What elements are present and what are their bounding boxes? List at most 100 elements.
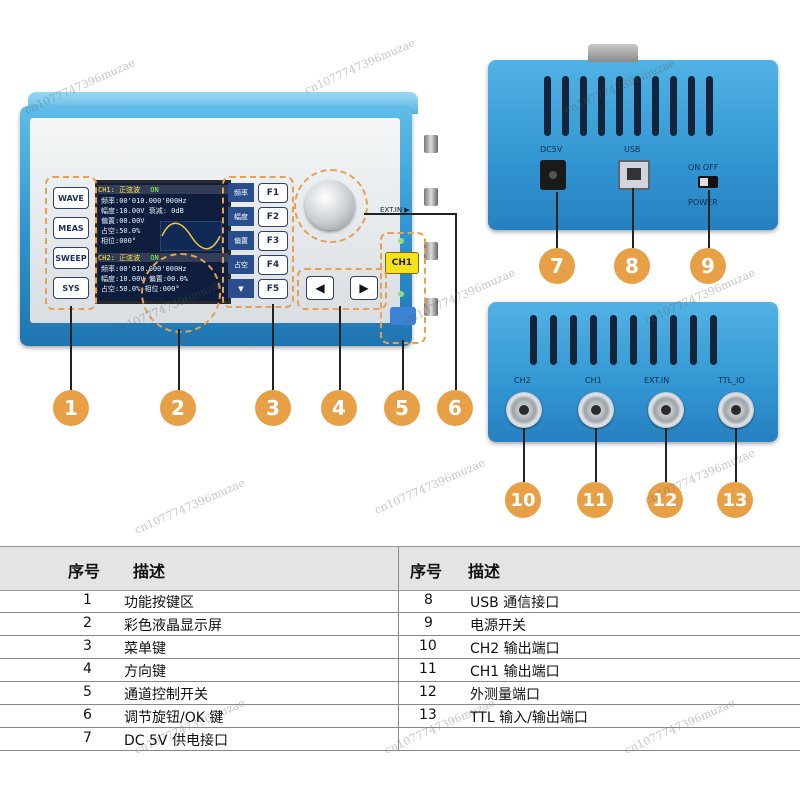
ch1-bnc-connector <box>578 392 614 428</box>
ch1-state: ON <box>150 186 159 194</box>
leader-line <box>523 428 525 482</box>
soft-label-duty: 占空 <box>228 255 254 274</box>
vent-slot <box>590 315 597 365</box>
row-no: 12 <box>419 684 437 700</box>
power-switch <box>698 176 718 188</box>
ch2-button[interactable] <box>390 307 416 325</box>
leader-line <box>402 340 404 390</box>
vent-slot <box>562 76 569 136</box>
side-connector <box>424 298 438 316</box>
ch2-led <box>398 291 404 297</box>
left-arrow-key[interactable]: ◀ <box>306 276 334 300</box>
row-no: 2 <box>83 615 92 631</box>
f2-key[interactable]: F2 <box>258 207 288 227</box>
highlight-menu-keys <box>222 176 294 308</box>
ch2-port-label: CH2 <box>514 376 531 385</box>
highlight-screen <box>141 253 221 333</box>
watermark: cn1077747396muzae <box>132 476 248 537</box>
header-left-no: 序号 <box>68 562 101 581</box>
sine-wave-preview <box>160 221 222 251</box>
dc5v-label: DC5V <box>540 145 563 154</box>
row-no: 11 <box>419 661 437 677</box>
f4-key[interactable]: F4 <box>258 255 288 275</box>
leader-line <box>455 213 457 390</box>
wave-key[interactable]: WAVE <box>53 187 89 209</box>
vent-slot <box>670 315 677 365</box>
row-no: 1 <box>83 592 92 608</box>
ch1-port-label: CH1 <box>585 376 602 385</box>
vent-slot <box>706 76 713 136</box>
leader-line <box>178 329 180 390</box>
row-desc: USB 通信接口 <box>470 595 560 611</box>
f1-key[interactable]: F1 <box>258 183 288 203</box>
ext-in-label: EXT.IN ▶ <box>380 206 410 214</box>
highlight-channel-keys <box>380 232 426 344</box>
table-row: 6 调节旋钮/OK 键 13 TTL 输入/输出端口 <box>0 704 800 728</box>
vent-slot <box>610 315 617 365</box>
ext-in-port-label: EXT.IN <box>644 376 670 385</box>
row-no: 13 <box>419 707 437 723</box>
callout-13: 13 <box>717 482 753 518</box>
row-desc: CH2 输出端口 <box>470 641 560 657</box>
leader-line <box>339 306 341 390</box>
row-desc: 电源开关 <box>470 618 526 634</box>
right-arrow-key[interactable]: ▶ <box>350 276 378 300</box>
vent-slot <box>550 315 557 365</box>
dc-jack <box>540 160 566 190</box>
usb-label: USB <box>624 145 641 154</box>
row-desc: 外测量端口 <box>470 687 540 703</box>
f3-key[interactable]: F3 <box>258 231 288 251</box>
ch2-state: ON <box>150 254 159 262</box>
vent-slot <box>570 315 577 365</box>
screen-line: 幅度:10.00V 衰减: 0dB <box>101 207 184 215</box>
leader-line <box>665 428 667 482</box>
row-no: 8 <box>424 592 433 608</box>
row-no: 7 <box>83 730 92 746</box>
ttl-io-bnc-connector <box>718 392 754 428</box>
leader-line <box>272 304 274 390</box>
leader-line <box>364 213 456 215</box>
side-connector <box>424 242 438 260</box>
vent-slot <box>688 76 695 136</box>
row-no: 6 <box>83 707 92 723</box>
vent-slot <box>630 315 637 365</box>
header-right-no: 序号 <box>410 562 443 581</box>
callout-11: 11 <box>577 482 613 518</box>
row-desc: 功能按键区 <box>124 595 194 611</box>
callout-8: 8 <box>614 248 650 284</box>
ext-in-bnc-connector <box>648 392 684 428</box>
row-no: 9 <box>424 615 433 631</box>
row-desc: DC 5V 供电接口 <box>124 733 228 749</box>
vent-slot <box>710 315 717 365</box>
sweep-key[interactable]: SWEEP <box>53 247 89 269</box>
row-no: 10 <box>419 638 437 654</box>
vent-slot <box>530 315 537 365</box>
leader-line <box>632 188 634 248</box>
f5-key[interactable]: F5 <box>258 279 288 299</box>
row-desc: 通道控制开关 <box>124 687 208 703</box>
leader-line <box>595 428 597 482</box>
screen-line: 频率:00'010.000'000Hz <box>101 197 187 205</box>
sys-key[interactable]: SYS <box>53 277 89 299</box>
table-row: 4 方向键 11 CH1 输出端口 <box>0 658 800 682</box>
highlight-knob <box>294 169 368 243</box>
power-label: POWER <box>688 198 718 207</box>
vent-slot <box>670 76 677 136</box>
soft-label-more: ▼ <box>228 279 254 298</box>
side-connector <box>424 188 438 206</box>
screen-line: 占空:50.0% <box>101 227 141 235</box>
meas-key[interactable]: MEAS <box>53 217 89 239</box>
ch1-button[interactable]: CH1 <box>385 252 419 274</box>
header-right-desc: 描述 <box>468 562 501 581</box>
callout-12: 12 <box>647 482 683 518</box>
side-connector <box>424 135 438 153</box>
callout-6: 6 <box>437 390 473 426</box>
vent-slot <box>544 76 551 136</box>
vent-slot <box>652 76 659 136</box>
row-desc: 彩色液晶显示屏 <box>124 618 222 634</box>
row-no: 4 <box>83 661 92 677</box>
ch2-bnc-connector <box>506 392 542 428</box>
ch1-led <box>398 238 404 244</box>
table-row: 2 彩色液晶显示屏 9 电源开关 <box>0 612 800 636</box>
table-header: 序号 描述 序号 描述 <box>0 546 800 591</box>
